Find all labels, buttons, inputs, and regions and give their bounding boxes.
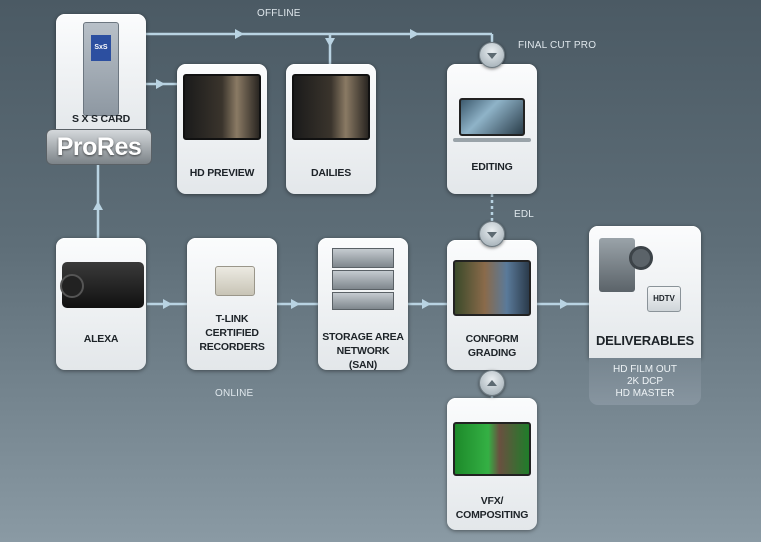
monitor-icon [453, 422, 531, 476]
sxs-card-icon: SxS [83, 22, 119, 116]
offline-label: OFFLINE [257, 8, 301, 19]
deliverables-node[interactable]: HDTV DELIVERABLES [589, 226, 701, 358]
sxs-card-label: S x S CARD [71, 113, 131, 125]
vfx-node[interactable]: VFX/ COMPOSITING [447, 398, 537, 530]
camera-lens-icon [60, 274, 84, 298]
deliverables-list: HD FILM OUT 2K DCP HD MASTER [589, 358, 701, 405]
arrowhead [422, 299, 431, 309]
conform-grading-label: CONFORM GRADING [465, 333, 519, 360]
vfx-label: VFX/ COMPOSITING [455, 495, 529, 522]
arrowhead [410, 29, 419, 39]
camera-icon [60, 262, 144, 308]
arrowhead [291, 299, 300, 309]
hd-preview-node[interactable]: HD PREVIEW [177, 64, 267, 194]
deliverables-item: HD MASTER [615, 387, 675, 399]
arrowhead [235, 29, 244, 39]
sxs-card-node[interactable]: SxS S x S CARD [56, 14, 146, 138]
san-label: STORAGE AREA NETWORK (SAN) [322, 331, 404, 372]
chevron-up-icon[interactable] [479, 370, 505, 396]
arrowhead [93, 201, 103, 210]
server-rack-icon [332, 248, 394, 310]
projector-icon [599, 238, 635, 292]
conform-grading-node[interactable]: CONFORM GRADING [447, 240, 537, 370]
monitor-icon [183, 74, 261, 140]
deliverables-item: HD FILM OUT [613, 363, 677, 375]
laptop-icon [459, 98, 525, 136]
laptop-base-icon [453, 138, 531, 142]
alexa-node[interactable]: ALEXA [56, 238, 146, 370]
online-label: ONLINE [215, 388, 254, 399]
hd-preview-label: HD PREVIEW [189, 167, 255, 179]
chevron-down-icon[interactable] [479, 42, 505, 68]
dailies-node[interactable]: DAILIES [286, 64, 376, 194]
arrowhead [560, 299, 569, 309]
final-cut-pro-label: FINAL CUT PRO [518, 40, 597, 51]
editing-node[interactable]: EDITING [447, 64, 537, 194]
monitor-icon [292, 74, 370, 140]
deliverables-item: 2K DCP [626, 375, 664, 387]
prores-badge: ProRes [46, 129, 152, 165]
monitor-icon [453, 260, 531, 316]
edl-label: EDL [514, 209, 535, 220]
dailies-label: DAILIES [310, 167, 352, 179]
tlink-node[interactable]: T-LINK CERTIFIED RECORDERS [187, 238, 277, 370]
recorder-icon [215, 266, 255, 296]
arrowhead [325, 38, 335, 47]
chevron-down-icon[interactable] [479, 221, 505, 247]
sxs-card-logo: SxS [91, 35, 111, 61]
film-reel-icon [629, 246, 653, 270]
tlink-label: T-LINK CERTIFIED RECORDERS [199, 313, 265, 354]
arrowhead [163, 299, 172, 309]
san-node[interactable]: STORAGE AREA NETWORK (SAN) [318, 238, 408, 372]
alexa-label: ALEXA [83, 333, 119, 345]
deliverables-label: DELIVERABLES [595, 333, 694, 348]
arrowhead [156, 79, 165, 89]
hdtv-icon: HDTV [647, 286, 681, 312]
editing-label: EDITING [471, 161, 513, 173]
